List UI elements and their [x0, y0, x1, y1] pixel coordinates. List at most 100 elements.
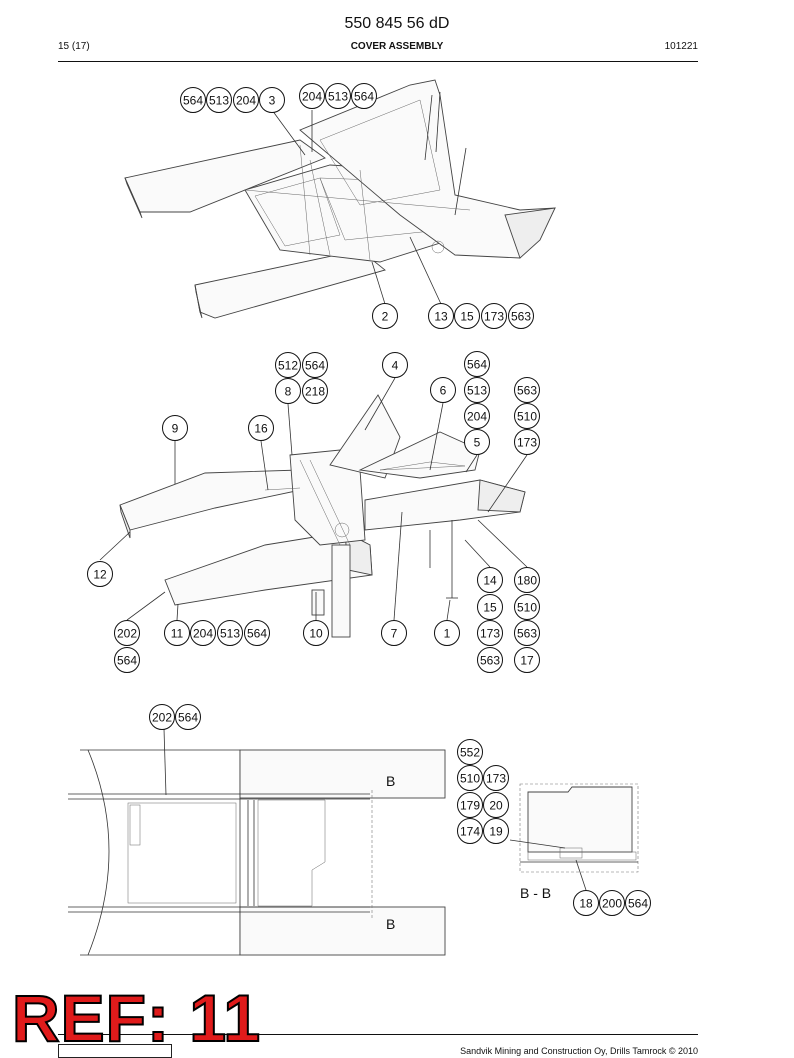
callout-circle	[457, 739, 483, 765]
callout-circle	[162, 415, 188, 441]
callout-label: 563	[480, 654, 500, 668]
callout-label: 12	[93, 568, 107, 582]
callout-label: 18	[579, 897, 593, 911]
callout-circle	[233, 87, 259, 113]
callout-bubble: 218	[302, 378, 328, 404]
callout-circle	[477, 594, 503, 620]
callout-bubble: 8	[275, 378, 301, 404]
callout-circle	[508, 303, 534, 329]
doc-date: 101221	[664, 41, 698, 52]
callout-circle	[464, 403, 490, 429]
callout-label: 563	[511, 310, 531, 324]
callout-label: 1	[444, 627, 451, 641]
callout-circle	[514, 594, 540, 620]
doc-number: 550 845 56 dD	[344, 15, 450, 32]
callout-circle	[477, 567, 503, 593]
callout-label: 510	[460, 772, 480, 786]
callout-bubble: 563	[477, 647, 503, 673]
callout-bubble: 513	[206, 87, 232, 113]
callout-circle	[514, 647, 540, 673]
callout-circle	[599, 890, 625, 916]
callout-bubble: 15	[454, 303, 480, 329]
page-title: COVER ASSEMBLY	[350, 41, 444, 52]
callout-label: 20	[489, 799, 503, 813]
callout-label: 10	[309, 627, 323, 641]
callout-label: 512	[278, 359, 298, 373]
callout-label: 173	[486, 772, 506, 786]
callout-label: 202	[152, 711, 172, 725]
callout-label: 204	[236, 94, 256, 108]
callout-bubble: 18	[573, 890, 599, 916]
callout-bubble: 552	[457, 739, 483, 765]
callout-label: 552	[460, 746, 480, 760]
callout-label: 218	[305, 385, 325, 399]
callout-bubble: 204	[190, 620, 216, 646]
callout-label: 564	[178, 711, 198, 725]
callout-label: 563	[517, 384, 537, 398]
callout-label: 202	[117, 627, 137, 641]
callout-bubble: 510	[514, 403, 540, 429]
callout-circle	[457, 792, 483, 818]
callout-bubble: 6	[430, 377, 456, 403]
callout-label: 563	[517, 627, 537, 641]
callout-circle	[483, 792, 509, 818]
callout-label: 173	[517, 436, 537, 450]
callout-bubble: 564	[302, 352, 328, 378]
callout-circle	[514, 403, 540, 429]
callout-label: 204	[302, 90, 322, 104]
callout-bubble: 179	[457, 792, 483, 818]
callout-circle	[514, 377, 540, 403]
callout-bubble: 563	[514, 620, 540, 646]
callout-bubble: 3	[259, 87, 285, 113]
callout-label: 4	[392, 359, 399, 373]
callout-circle	[244, 620, 270, 646]
callout-circle	[428, 303, 454, 329]
section-b-b-drawing: B - B	[509, 783, 639, 901]
callout-circle	[573, 890, 599, 916]
callout-bubble: 7	[381, 620, 407, 646]
callout-circle	[175, 704, 201, 730]
callout-label: 564	[247, 627, 267, 641]
callout-bubble: 202	[114, 620, 140, 646]
callout-bubble: 4	[382, 352, 408, 378]
callout-circle	[87, 561, 113, 587]
callout-bubble: 512	[275, 352, 301, 378]
callout-label: 564	[467, 358, 487, 372]
callout-circle	[190, 620, 216, 646]
callout-label: 564	[117, 654, 137, 668]
callout-bubble: 173	[514, 429, 540, 455]
callout-label: 513	[220, 627, 240, 641]
callout-label: 564	[628, 897, 648, 911]
callout-label: 513	[467, 384, 487, 398]
callout-circle	[164, 620, 190, 646]
callout-circle	[303, 620, 329, 646]
callout-bubble: 11	[164, 620, 190, 646]
callout-label: 564	[354, 90, 374, 104]
callout-circle	[275, 378, 301, 404]
middle-assembly-drawing	[99, 377, 528, 638]
callout-bubble: 513	[325, 83, 351, 109]
callout-circle	[477, 620, 503, 646]
callout-label: 513	[209, 94, 229, 108]
callout-bubble: 173	[483, 765, 509, 791]
callout-circle	[514, 429, 540, 455]
callout-label: 5	[474, 436, 481, 450]
callout-circle	[302, 378, 328, 404]
callout-label: 6	[440, 384, 447, 398]
callout-circle	[454, 303, 480, 329]
callout-circle	[457, 818, 483, 844]
callout-label: 14	[483, 574, 497, 588]
callout-bubble: 173	[477, 620, 503, 646]
callout-circle	[149, 704, 175, 730]
callout-label: 7	[391, 627, 398, 641]
callout-circle	[481, 303, 507, 329]
callout-bubble: 20	[483, 792, 509, 818]
callout-label: 17	[520, 654, 534, 668]
callout-circle	[206, 87, 232, 113]
callout-bubble: 513	[217, 620, 243, 646]
callout-circle	[457, 765, 483, 791]
callout-label: 200	[602, 897, 622, 911]
callout-bubble: 180	[514, 567, 540, 593]
callout-label: 510	[517, 601, 537, 615]
